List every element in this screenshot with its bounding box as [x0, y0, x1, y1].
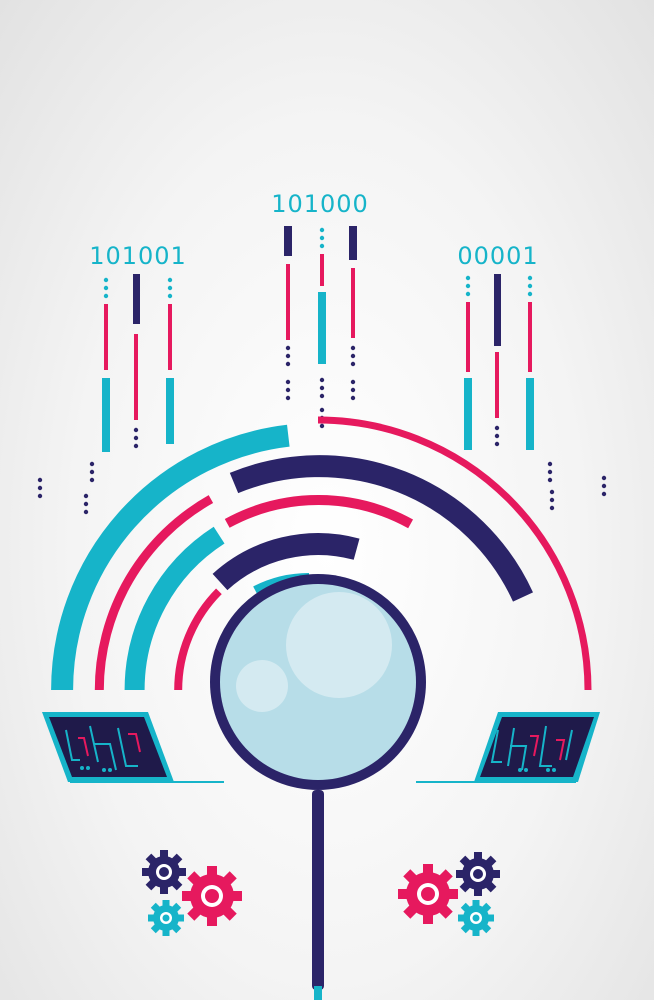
binary-label-left: 101001: [89, 242, 187, 270]
binary-label-right: 00001: [457, 242, 538, 270]
gear-icon: [142, 850, 186, 894]
gear-icon: [398, 864, 458, 924]
binary-label-center: 101000: [271, 190, 369, 218]
data-stream-left: [102, 274, 174, 452]
gear-icon: [182, 866, 242, 926]
gear-icon: [456, 852, 500, 896]
data-arcs: [51, 416, 592, 691]
gear-icon: [458, 900, 494, 936]
scattered-dots: [37, 461, 607, 515]
data-stream-right: [464, 274, 534, 450]
magnifying-glass-icon: [210, 574, 426, 1000]
laptop-icon: [416, 712, 600, 783]
laptop-icon: [42, 712, 224, 783]
gear-icon: [148, 900, 184, 936]
data-stream-center: [284, 226, 357, 429]
